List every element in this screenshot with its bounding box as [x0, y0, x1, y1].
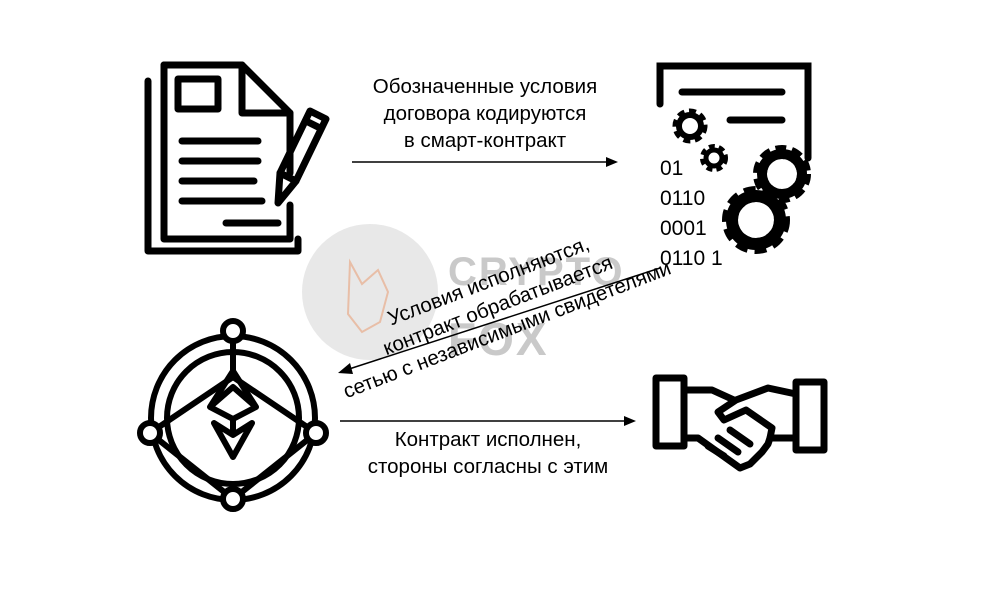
- code-gears-icon: 01 0110 0001 0110 1: [652, 58, 832, 270]
- code-line: 0001: [660, 217, 707, 240]
- gear-icon: [672, 108, 708, 144]
- gear-icon: [722, 186, 790, 254]
- caption-complete-line: Контракт исполнен,: [394, 428, 582, 451]
- gear-icon: [700, 144, 728, 172]
- caption-complete: Контракт исполнен, стороны согласны с эт…: [338, 426, 638, 480]
- watermark-circle-icon: [302, 224, 438, 360]
- arrow-execute: [338, 267, 661, 374]
- watermark-line2: FOX: [448, 313, 549, 365]
- code-line: 0110: [660, 187, 706, 210]
- caption-encode-line: Обозначенные условия: [372, 75, 598, 98]
- caption-encode-line: в смарт-контракт: [403, 129, 567, 152]
- fox-icon: [346, 258, 390, 334]
- contract-pen-icon: [144, 61, 330, 255]
- ethereum-network-icon: [137, 318, 329, 512]
- caption-complete-line: стороны согласны с этим: [367, 455, 609, 478]
- handshake-icon: [652, 374, 828, 472]
- code-line: 0110 1: [660, 247, 723, 270]
- code-lines: 01 0110 0001 0110 1: [660, 154, 723, 274]
- arrow-encode: [352, 157, 618, 167]
- caption-encode: Обозначенные условия договора кодируются…: [352, 73, 618, 154]
- arrow-complete: [340, 416, 636, 426]
- caption-encode-line: договора кодируются: [383, 102, 587, 125]
- code-line: 01: [660, 157, 684, 180]
- watermark-line1: CRYPTO: [448, 250, 625, 294]
- gear-icon: [753, 145, 811, 203]
